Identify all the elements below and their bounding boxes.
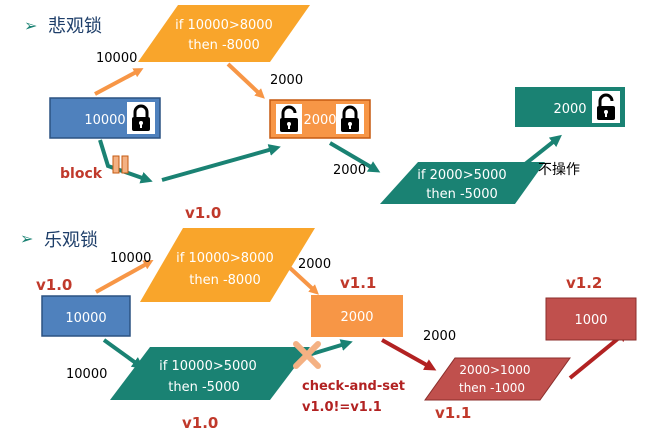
o-mid-box-version: v1.1	[340, 274, 376, 292]
p-mid-box-value: 2000	[303, 113, 336, 128]
p-left-box: 10000	[49, 97, 161, 139]
p-bottom-para-line2: then -5000	[426, 187, 497, 202]
o-lower-parallelogram: if 10000>5000 then -5000	[110, 347, 310, 400]
p-bottom-para-line1: if 2000>5000	[417, 168, 506, 183]
o-right-parallelogram: 2000>1000 then -1000	[424, 357, 571, 401]
section-title-optimistic: 乐观锁	[44, 230, 98, 251]
p-right-box: 2000	[515, 87, 625, 127]
p-label-to-bottom: 2000	[333, 163, 366, 178]
p-block-label: block	[60, 166, 103, 182]
p-top-para-line2: then -8000	[188, 38, 259, 53]
bullet-arrow-icon: ➢	[24, 16, 37, 35]
o-label-arrow-down: 2000	[298, 257, 331, 272]
section-title-pessimistic: 悲观锁	[48, 16, 102, 37]
o-cas-line1: check-and-set	[302, 379, 405, 394]
fail-x-icon	[293, 341, 321, 369]
o-left-box-value: 10000	[65, 311, 106, 326]
o-label-arrow-up: 10000	[110, 251, 151, 266]
p-mid-box: 2000	[269, 99, 371, 139]
p-left-box-value: 10000	[84, 113, 125, 128]
o-cas-line2: v1.0!=v1.1	[302, 400, 382, 415]
o-left-box-version: v1.0	[36, 276, 72, 294]
o-mid-box: 2000	[311, 295, 403, 337]
o-right-para-version: v1.1	[435, 404, 471, 422]
o-top-para-line2: then -8000	[189, 273, 260, 288]
p-bottom-parallelogram: if 2000>5000 then -5000	[380, 162, 545, 204]
bullet-arrow-icon: ➢	[20, 229, 33, 248]
p-top-para-line1: if 10000>8000	[175, 18, 273, 33]
o-mid-box-value: 2000	[340, 310, 373, 325]
arrow-p-mid-to-para2	[328, 141, 381, 173]
o-right-box-version: v1.2	[566, 274, 602, 292]
o-lower-para-line2: then -5000	[168, 380, 239, 395]
p-version-label: v1.0	[185, 204, 221, 222]
o-lower-para-line1: if 10000>5000	[159, 359, 257, 374]
p-label-arrow-down: 2000	[270, 73, 303, 88]
o-top-para-line1: if 10000>8000	[176, 251, 274, 266]
o-label-arrow-right: 2000	[423, 329, 456, 344]
p-no-op-label: 不操作	[538, 162, 580, 178]
section-pessimistic-header: ➢ 悲观锁	[24, 16, 102, 37]
o-right-para-line1: 2000>1000	[459, 363, 530, 377]
o-label-arrow-lower: 10000	[66, 367, 107, 382]
o-right-box-value: 1000	[574, 313, 607, 328]
pause-icon	[112, 155, 129, 174]
arrow-p-to-mid-after-block	[161, 144, 281, 182]
p-top-parallelogram: if 10000>8000 then -8000	[138, 5, 310, 62]
arrow-o-left-to-para	[95, 260, 154, 294]
arrow-o-left-to-lower	[102, 338, 145, 369]
arrow-o-para-to-mid	[288, 266, 319, 295]
p-right-box-value: 2000	[553, 102, 586, 117]
arrow-p-left-blocked	[98, 139, 153, 184]
p-label-arrow-up: 10000	[96, 51, 137, 66]
arrow-p-left-to-para	[94, 68, 144, 96]
o-right-para-line2: then -1000	[459, 381, 525, 395]
o-top-parallelogram: if 10000>8000 then -8000	[140, 228, 315, 302]
o-lower-para-version: v1.0	[182, 414, 218, 432]
o-right-box: 1000	[545, 297, 637, 341]
arrow-p-para-to-mid	[226, 62, 265, 99]
o-left-box: 10000	[41, 295, 131, 337]
arrow-o-mid-to-right-para	[381, 338, 437, 371]
section-optimistic-header: ➢ 乐观锁	[20, 229, 98, 251]
